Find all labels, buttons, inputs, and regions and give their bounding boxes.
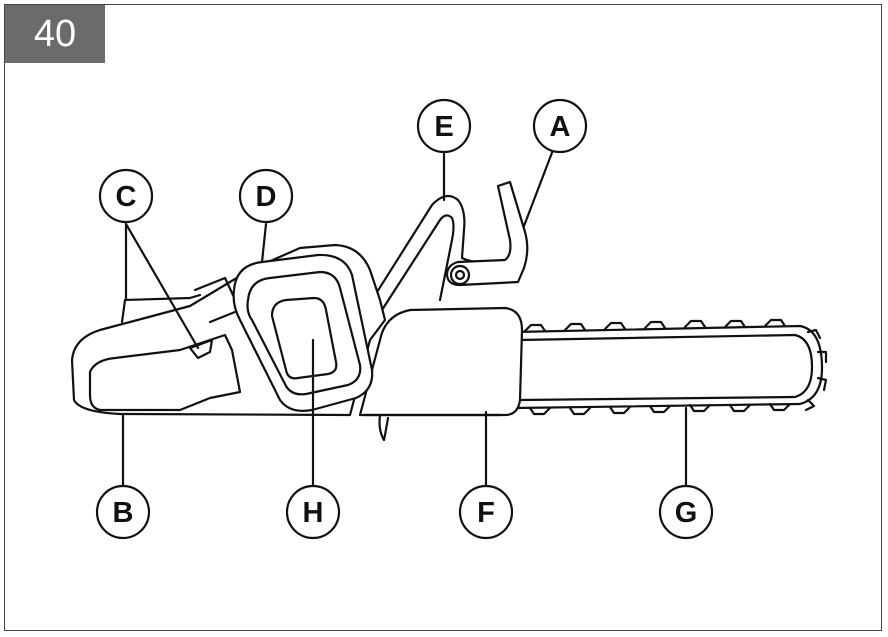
battery-pack — [232, 253, 374, 412]
callout-label-H: H — [303, 497, 324, 529]
callout-label-G: G — [675, 497, 698, 529]
leader-lines — [121, 148, 688, 488]
guide-bar-with-chain — [513, 318, 828, 416]
callout-B: B — [95, 484, 151, 540]
callout-E: E — [416, 98, 472, 154]
callout-label-D: D — [256, 181, 277, 213]
callout-D: D — [238, 168, 294, 224]
figure-number-badge: 40 — [5, 5, 105, 63]
chain-brake-guard — [445, 180, 529, 287]
callout-label-F: F — [477, 497, 495, 529]
callout-A: A — [532, 98, 588, 154]
callout-label-E: E — [434, 111, 453, 143]
callout-G: G — [658, 484, 714, 540]
callout-label-B: B — [113, 497, 134, 529]
callout-F: F — [458, 484, 514, 540]
callout-C: C — [98, 168, 154, 224]
callout-H: H — [285, 484, 341, 540]
callout-label-C: C — [116, 181, 137, 213]
callout-label-A: A — [550, 111, 571, 143]
figure-frame — [4, 4, 882, 631]
motor-housing — [358, 306, 524, 417]
front-handle — [370, 194, 507, 312]
